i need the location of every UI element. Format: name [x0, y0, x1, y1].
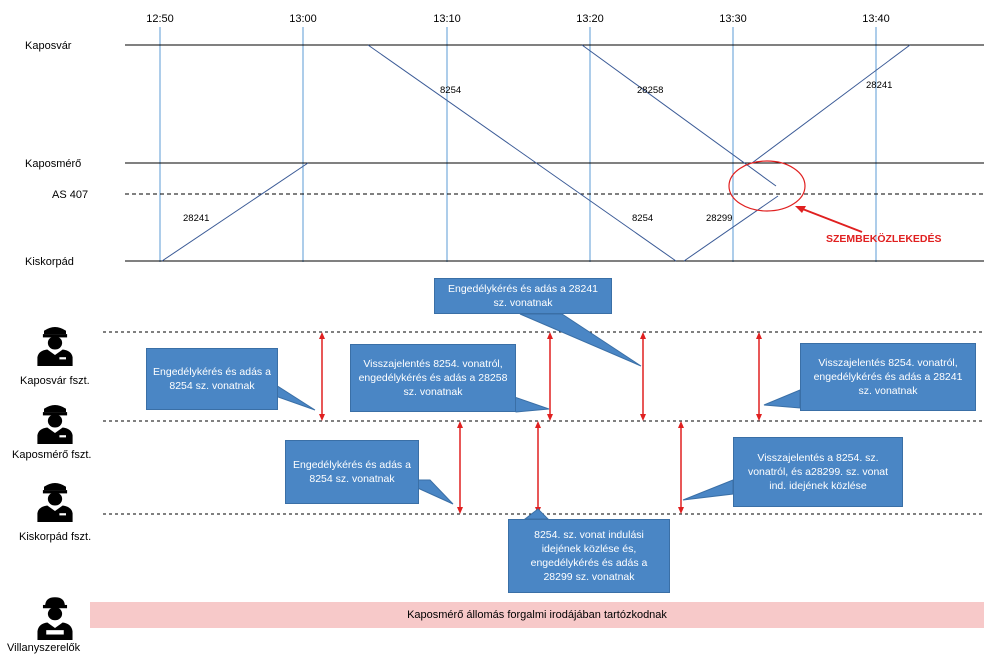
- arrowhead: [756, 332, 762, 339]
- callout-tail: [682, 479, 734, 501]
- time-label: 12:50: [146, 13, 174, 25]
- time-label: 13:10: [433, 13, 461, 25]
- time-label: 13:30: [719, 13, 747, 25]
- train-path-28241-upper: [751, 44, 911, 164]
- arrowhead: [547, 414, 553, 421]
- train-path-8254: [367, 44, 677, 262]
- arrowhead: [678, 421, 684, 428]
- arrowhead: [319, 414, 325, 421]
- train-path-28299: [683, 195, 779, 262]
- time-label: 13:20: [576, 13, 604, 25]
- callout-departure-8254-permission-28299: 8254. sz. vonat indulási idejének közlés…: [508, 519, 670, 593]
- callout-permission-28241: Engedélykérés és adás a 28241 sz. vonatn…: [434, 278, 612, 314]
- callout-report-8254-28258: Visszajelentés 8254. vonatról, engedélyk…: [350, 344, 516, 412]
- electrician-icon: [37, 597, 73, 640]
- callout-tail: [763, 389, 801, 409]
- time-grid: [159, 27, 877, 262]
- arrowhead: [457, 507, 463, 514]
- train-path-28241-lower: [161, 162, 309, 262]
- station-label-kiskorpad: Kiskorpád: [25, 256, 74, 268]
- role-label-electricians: Villanyszerelők: [7, 642, 81, 654]
- dispatcher-icon: [37, 482, 73, 522]
- time-distance-graph: 12:50 13:00 13:10 13:20 13:30 13:40 Kapo…: [25, 13, 984, 268]
- callout-permission-8254-kaposmero: Engedélykérés és adás a 8254 sz. vonatna…: [285, 440, 419, 504]
- location-banner: Kaposmérő állomás forgalmi irodájában ta…: [90, 602, 984, 628]
- arrowhead: [678, 507, 684, 514]
- station-label-kaposvar: Kaposvár: [25, 40, 72, 52]
- time-label: 13:40: [862, 13, 890, 25]
- train-label: 8254: [440, 85, 461, 96]
- role-label-kiskorpad: Kiskorpád fszt.: [19, 531, 92, 543]
- arrowhead: [640, 414, 646, 421]
- callout-tail: [519, 313, 642, 367]
- role-label-kaposvar: Kaposvár fszt.: [20, 375, 90, 387]
- callout-report-8254-28241: Visszajelentés 8254. vonatról, engedélyk…: [800, 343, 976, 411]
- callout-permission-8254-kaposvar: Engedélykérés és adás a 8254 sz. vonatna…: [146, 348, 278, 410]
- train-path-28258: [581, 44, 777, 187]
- train-label: 28241: [866, 80, 892, 91]
- conflict-circle: [728, 160, 806, 212]
- time-label: 13:00: [289, 13, 317, 25]
- dispatcher-icon: [37, 326, 73, 366]
- arrowhead: [547, 332, 553, 339]
- arrowhead: [319, 332, 325, 339]
- conflict-arrowhead: [795, 206, 806, 213]
- dispatcher-icon: [37, 404, 73, 444]
- conflict-label: SZEMBEKÖZLEKEDÉS: [826, 232, 942, 245]
- train-label: 28241: [183, 213, 209, 224]
- callout-tail: [523, 508, 550, 520]
- train-label: 28258: [637, 85, 663, 96]
- callout-report-8254-28299: Visszajelentés a 8254. sz. vonatról, és …: [733, 437, 903, 507]
- train-label: 8254: [632, 213, 653, 224]
- role-label-kaposmero: Kaposmérő fszt.: [12, 449, 92, 461]
- arrowhead: [756, 414, 762, 421]
- station-label-as407: AS 407: [52, 189, 88, 201]
- arrowhead: [535, 421, 541, 428]
- conflict-arrow: [799, 207, 863, 233]
- arrowhead: [457, 421, 463, 428]
- arrowhead: [640, 332, 646, 339]
- train-label: 28299: [706, 213, 732, 224]
- station-label-kaposmero: Kaposmérő: [25, 158, 81, 170]
